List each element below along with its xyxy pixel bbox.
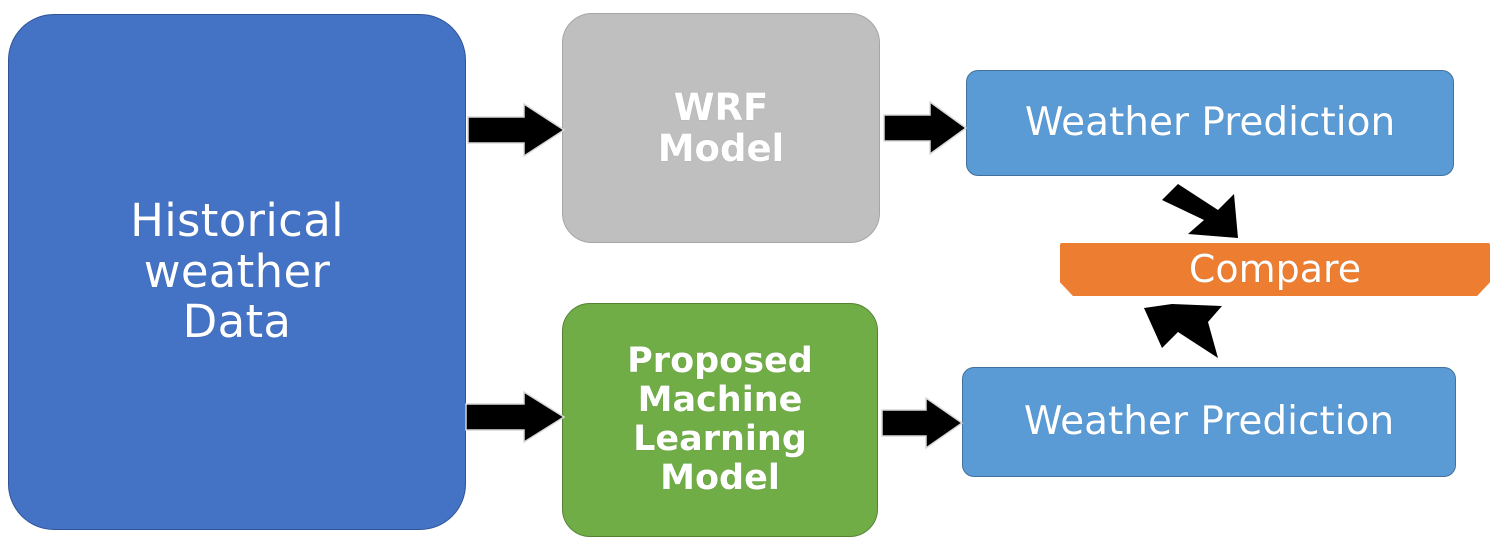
arrow-wrf-to-prediction-icon — [883, 100, 968, 156]
arrow-prediction-bottom-to-compare-icon — [1138, 302, 1224, 362]
node-weather-prediction-top: Weather Prediction — [966, 70, 1454, 176]
node-weather-prediction-bottom: Weather Prediction — [962, 367, 1456, 477]
node-compare: Compare — [1060, 243, 1490, 296]
arrow-data-to-ml-icon — [465, 390, 566, 444]
arrow-ml-to-prediction-icon — [881, 396, 964, 450]
node-proposed-machine-learning-model: Proposed Machine Learning Model — [562, 303, 878, 537]
node-wrf-model: WRF Model — [562, 13, 880, 243]
node-historical-weather-data: Historical weather Data — [8, 14, 466, 530]
arrow-data-to-wrf-icon — [467, 102, 566, 158]
arrow-prediction-top-to-compare-icon — [1152, 182, 1242, 240]
